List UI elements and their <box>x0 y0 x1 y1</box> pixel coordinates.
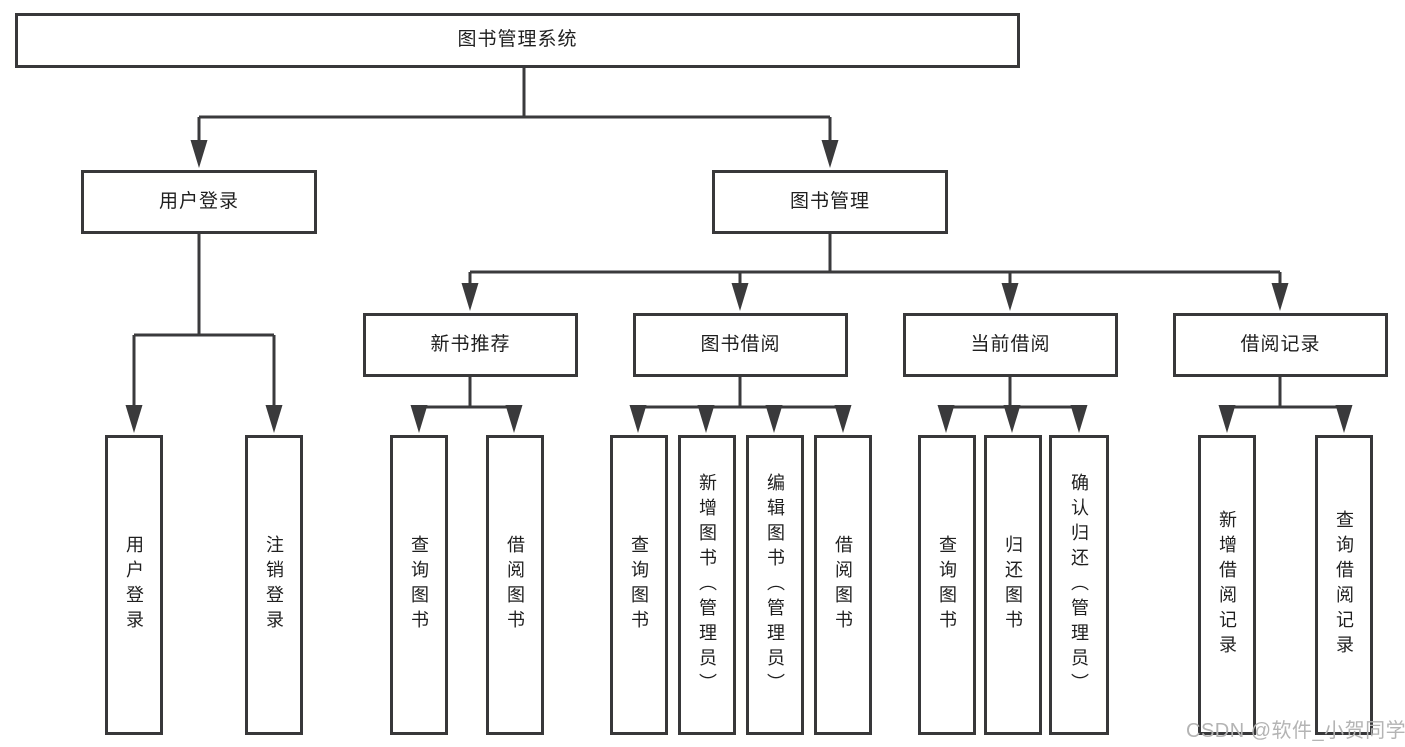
node-current-borrowing: 当前借阅 <box>903 313 1118 377</box>
node-book-borrowing: 图书借阅 <box>633 313 848 377</box>
leaf-borrow-books-recommend: 借阅图书 <box>486 435 544 735</box>
node-book-management: 图书管理 <box>712 170 948 234</box>
leaf-add-borrow-record: 新增借阅记录 <box>1198 435 1256 735</box>
csdn-watermark: CSDN @软件_小贺同学 <box>1186 720 1405 742</box>
leaf-query-books-borrowing: 查询图书 <box>610 435 668 735</box>
leaf-logout: 注销登录 <box>245 435 303 735</box>
leaf-user-login: 用户登录 <box>105 435 163 735</box>
leaf-add-book-admin: 新增图书（管理员） <box>678 435 736 735</box>
leaf-return-book: 归还图书 <box>984 435 1042 735</box>
leaf-confirm-return-admin: 确认归还（管理员） <box>1049 435 1109 735</box>
node-borrow-records: 借阅记录 <box>1173 313 1388 377</box>
leaf-borrow-books: 借阅图书 <box>814 435 872 735</box>
node-root-library-management-system: 图书管理系统 <box>15 13 1020 68</box>
leaf-query-books-recommend: 查询图书 <box>390 435 448 735</box>
leaf-edit-book-admin: 编辑图书（管理员） <box>746 435 804 735</box>
node-user-login: 用户登录 <box>81 170 317 234</box>
node-new-book-recommend: 新书推荐 <box>363 313 578 377</box>
leaf-query-books-current: 查询图书 <box>918 435 976 735</box>
leaf-query-borrow-record: 查询借阅记录 <box>1315 435 1373 735</box>
